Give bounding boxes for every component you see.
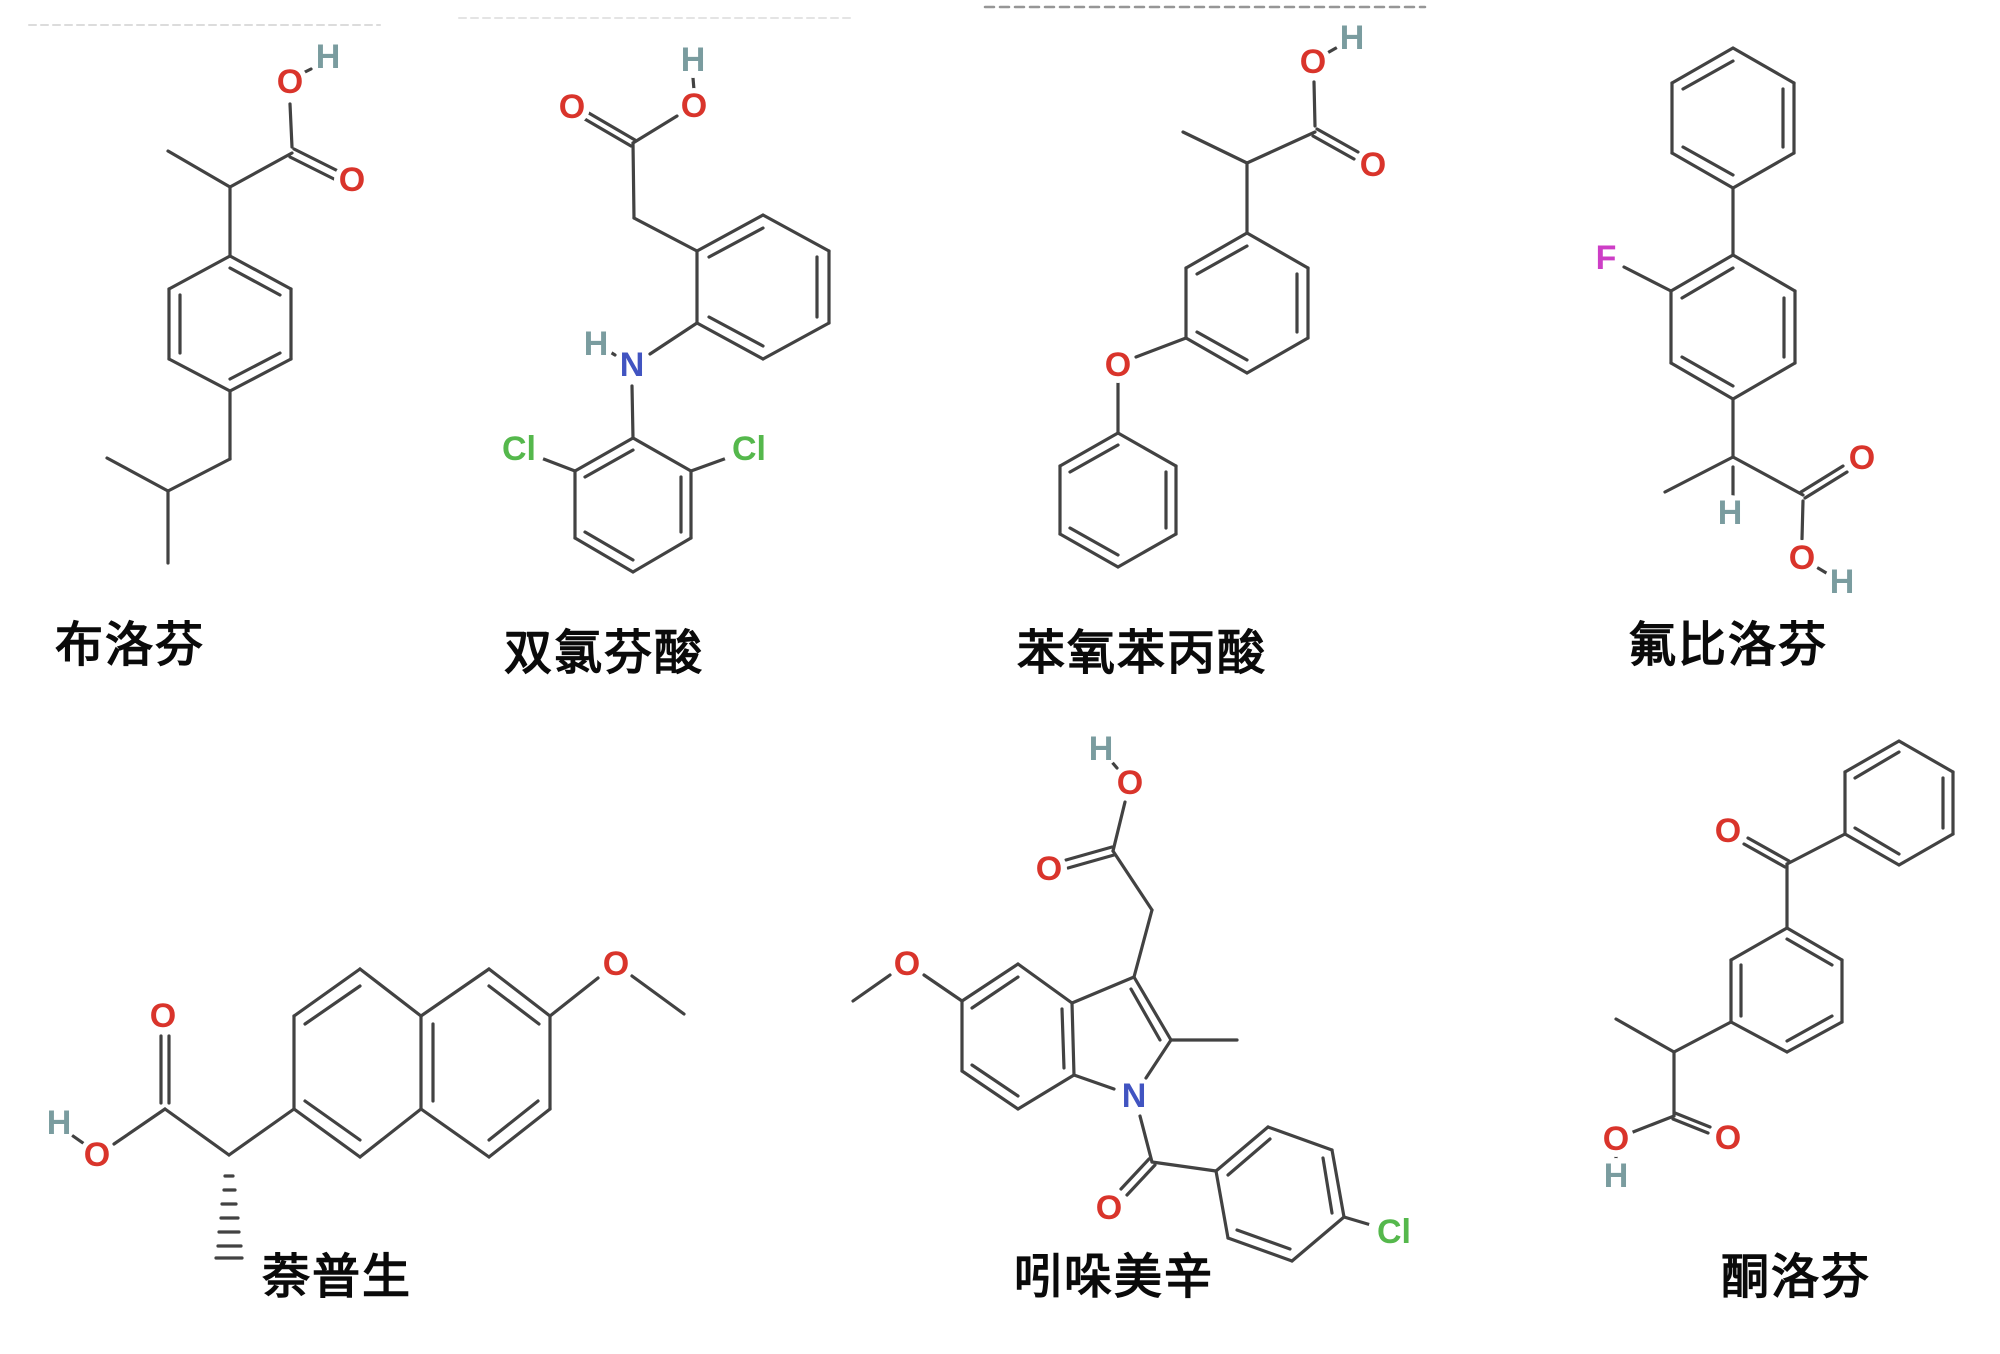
atom-label-halo bbox=[1083, 731, 1119, 767]
atom-label-O: O bbox=[1789, 539, 1815, 577]
atom-label-N: N bbox=[1122, 1077, 1147, 1115]
atom-label-halo bbox=[493, 423, 545, 475]
atom-label-halo bbox=[1844, 440, 1880, 476]
atom-label-H: H bbox=[681, 41, 706, 79]
atom-label-halo bbox=[1116, 1078, 1152, 1114]
atom-label-O: O bbox=[894, 945, 920, 983]
atom-label-N: N bbox=[620, 346, 645, 384]
atom-label-halo bbox=[41, 1105, 77, 1141]
molecule-label-diclofenac: 双氯芬酸 bbox=[503, 627, 705, 680]
atom-label-halo bbox=[1368, 1206, 1420, 1258]
atom-label-O: O bbox=[1105, 346, 1131, 384]
atom-label-halo bbox=[1784, 540, 1820, 576]
atom-label-O: O bbox=[1036, 850, 1062, 888]
atom-label-halo bbox=[675, 42, 711, 78]
atom-label-halo bbox=[889, 946, 925, 982]
atom-label-halo bbox=[1031, 851, 1067, 887]
atom-label-halo bbox=[676, 88, 712, 124]
molecule-ibuprofen: OHO bbox=[105, 38, 370, 565]
atom-label-H: H bbox=[584, 325, 609, 363]
molecule-label-ketoprofen: 酮洛芬 bbox=[1720, 1251, 1872, 1304]
atom-label-O: O bbox=[681, 87, 707, 125]
atom-label-halo bbox=[1710, 1120, 1746, 1156]
atom-label-Cl: Cl bbox=[502, 430, 536, 468]
atom-label-O: O bbox=[1603, 1120, 1629, 1158]
atom-label-halo bbox=[1588, 240, 1624, 276]
atom-label-F: F bbox=[1596, 239, 1617, 277]
atom-label-halo bbox=[1100, 347, 1136, 383]
atom-label-H: H bbox=[47, 1104, 72, 1142]
atom-label-halo bbox=[578, 326, 614, 362]
atom-label-Cl: Cl bbox=[732, 430, 766, 468]
atom-label-O: O bbox=[603, 945, 629, 983]
atom-label-H: H bbox=[1830, 563, 1855, 601]
atom-label-O: O bbox=[1117, 764, 1143, 802]
atom-label-halo bbox=[1355, 147, 1391, 183]
atom-label-O: O bbox=[1715, 1119, 1741, 1157]
atom-label-halo bbox=[79, 1137, 115, 1173]
atom-label-halo bbox=[272, 64, 308, 100]
atom-label-halo bbox=[1598, 1121, 1634, 1157]
atom-label-halo bbox=[1091, 1190, 1127, 1226]
atom-label-halo bbox=[614, 347, 650, 383]
molecule-label-indomethacin: 吲哚美辛 bbox=[1013, 1251, 1215, 1304]
atom-label-halo bbox=[310, 39, 346, 75]
atom-label-O: O bbox=[1096, 1189, 1122, 1227]
atom-label-halo bbox=[334, 162, 370, 198]
atom-label-O: O bbox=[339, 161, 365, 199]
atom-label-halo bbox=[1334, 20, 1370, 56]
atom-label-H: H bbox=[1340, 19, 1365, 57]
atom-label-halo bbox=[554, 89, 590, 125]
atom-label-halo bbox=[1112, 765, 1148, 801]
molecule-label-naproxen: 萘普生 bbox=[261, 1251, 413, 1304]
atom-label-halo bbox=[1824, 564, 1860, 600]
atom-label-O: O bbox=[559, 88, 585, 126]
atom-label-H: H bbox=[316, 38, 341, 76]
atom-label-halo bbox=[723, 423, 775, 475]
atom-label-O: O bbox=[1360, 146, 1386, 184]
atom-label-H: H bbox=[1718, 494, 1743, 532]
atom-label-H: H bbox=[1089, 730, 1114, 768]
atom-label-O: O bbox=[1849, 439, 1875, 477]
atom-label-Cl: Cl bbox=[1377, 1213, 1411, 1251]
atom-label-halo bbox=[598, 946, 634, 982]
atom-label-halo bbox=[1598, 1158, 1634, 1194]
atom-label-O: O bbox=[84, 1136, 110, 1174]
atom-label-O: O bbox=[150, 997, 176, 1035]
molecule-label-flurbiprofen: 氟比洛芬 bbox=[1627, 619, 1829, 672]
atom-label-H: H bbox=[1604, 1157, 1629, 1195]
atom-label-halo bbox=[145, 998, 181, 1034]
atom-label-halo bbox=[1710, 813, 1746, 849]
molecule-label-fenoprofen: 苯氧苯丙酸 bbox=[1016, 627, 1268, 680]
atom-label-O: O bbox=[1715, 812, 1741, 850]
atom-label-halo bbox=[1712, 495, 1748, 531]
atom-label-O: O bbox=[1300, 43, 1326, 81]
molecule-label-ibuprofen: 布洛芬 bbox=[54, 619, 206, 672]
atom-label-O: O bbox=[277, 63, 303, 101]
atom-label-halo bbox=[1295, 44, 1331, 80]
